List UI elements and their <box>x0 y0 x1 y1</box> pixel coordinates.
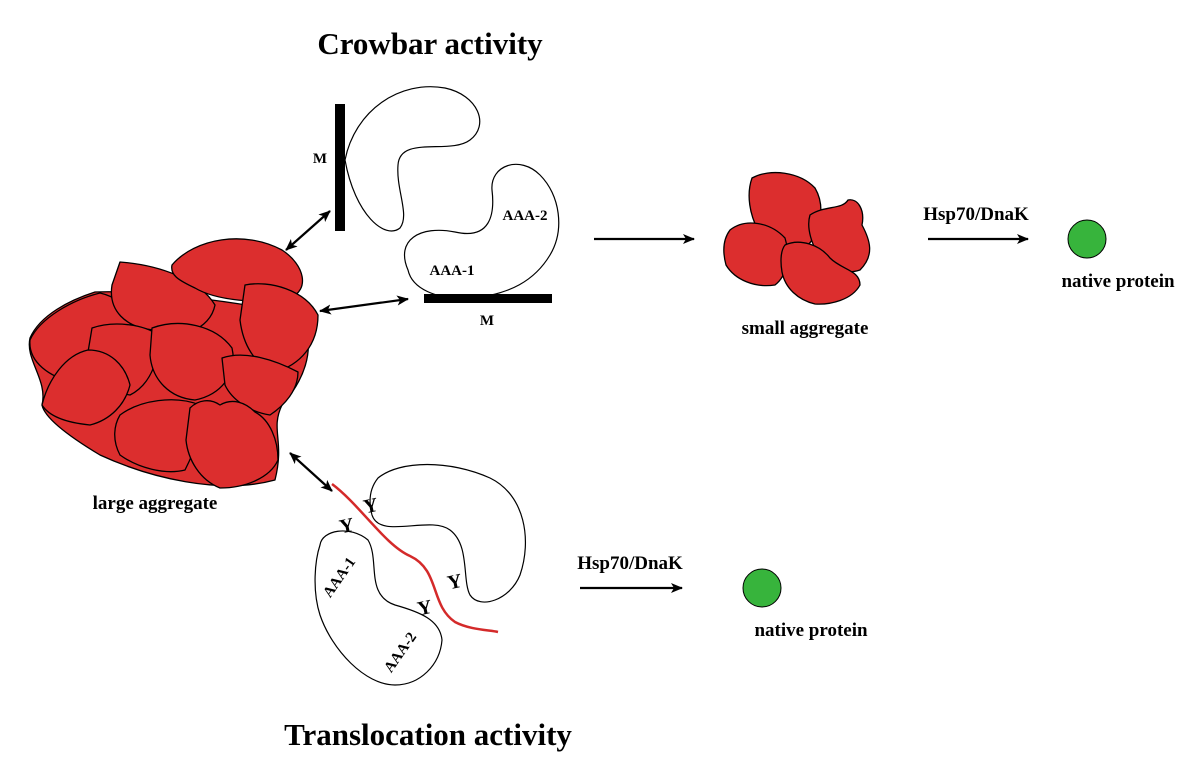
translocation-clpb <box>314 463 526 686</box>
tyrosine-label-2: Y <box>361 494 380 519</box>
m-domain-label-bottom: M <box>480 313 494 329</box>
aaa2-label-top: AAA-2 <box>503 208 548 224</box>
large-aggregate <box>28 238 319 489</box>
double-arrow-m-domain <box>285 210 331 251</box>
large-aggregate-label: large aggregate <box>93 493 218 514</box>
substrate-polypeptide-chain <box>331 483 499 634</box>
crowbar-clpb <box>335 86 560 303</box>
crowbar-title: Crowbar activity <box>317 26 543 61</box>
native-protein-bottom <box>742 568 782 608</box>
m-domain-bar-top <box>335 104 345 231</box>
double-arrow-aaa1 <box>319 295 409 315</box>
small-aggregate <box>723 171 871 305</box>
native-protein-label-top: native protein <box>1061 271 1175 292</box>
tyrosine-label-4: Y <box>415 596 434 621</box>
chaperone-label-top: Hsp70/DnaK <box>923 204 1029 225</box>
native-protein-top <box>1067 219 1107 259</box>
tyrosine-label-3: Y <box>445 570 464 595</box>
native-protein-label-bottom: native protein <box>754 620 868 641</box>
translocation-title: Translocation activity <box>284 717 572 752</box>
chaperone-label-bottom: Hsp70/DnaK <box>577 553 683 574</box>
aaa1-label-top: AAA-1 <box>430 263 475 279</box>
m-domain-bar-bottom <box>424 294 552 303</box>
double-arrow-translocation <box>289 452 333 492</box>
tyrosine-label-1: Y <box>337 514 356 539</box>
small-aggregate-label: small aggregate <box>742 318 869 339</box>
m-domain-label-top: M <box>313 151 327 167</box>
